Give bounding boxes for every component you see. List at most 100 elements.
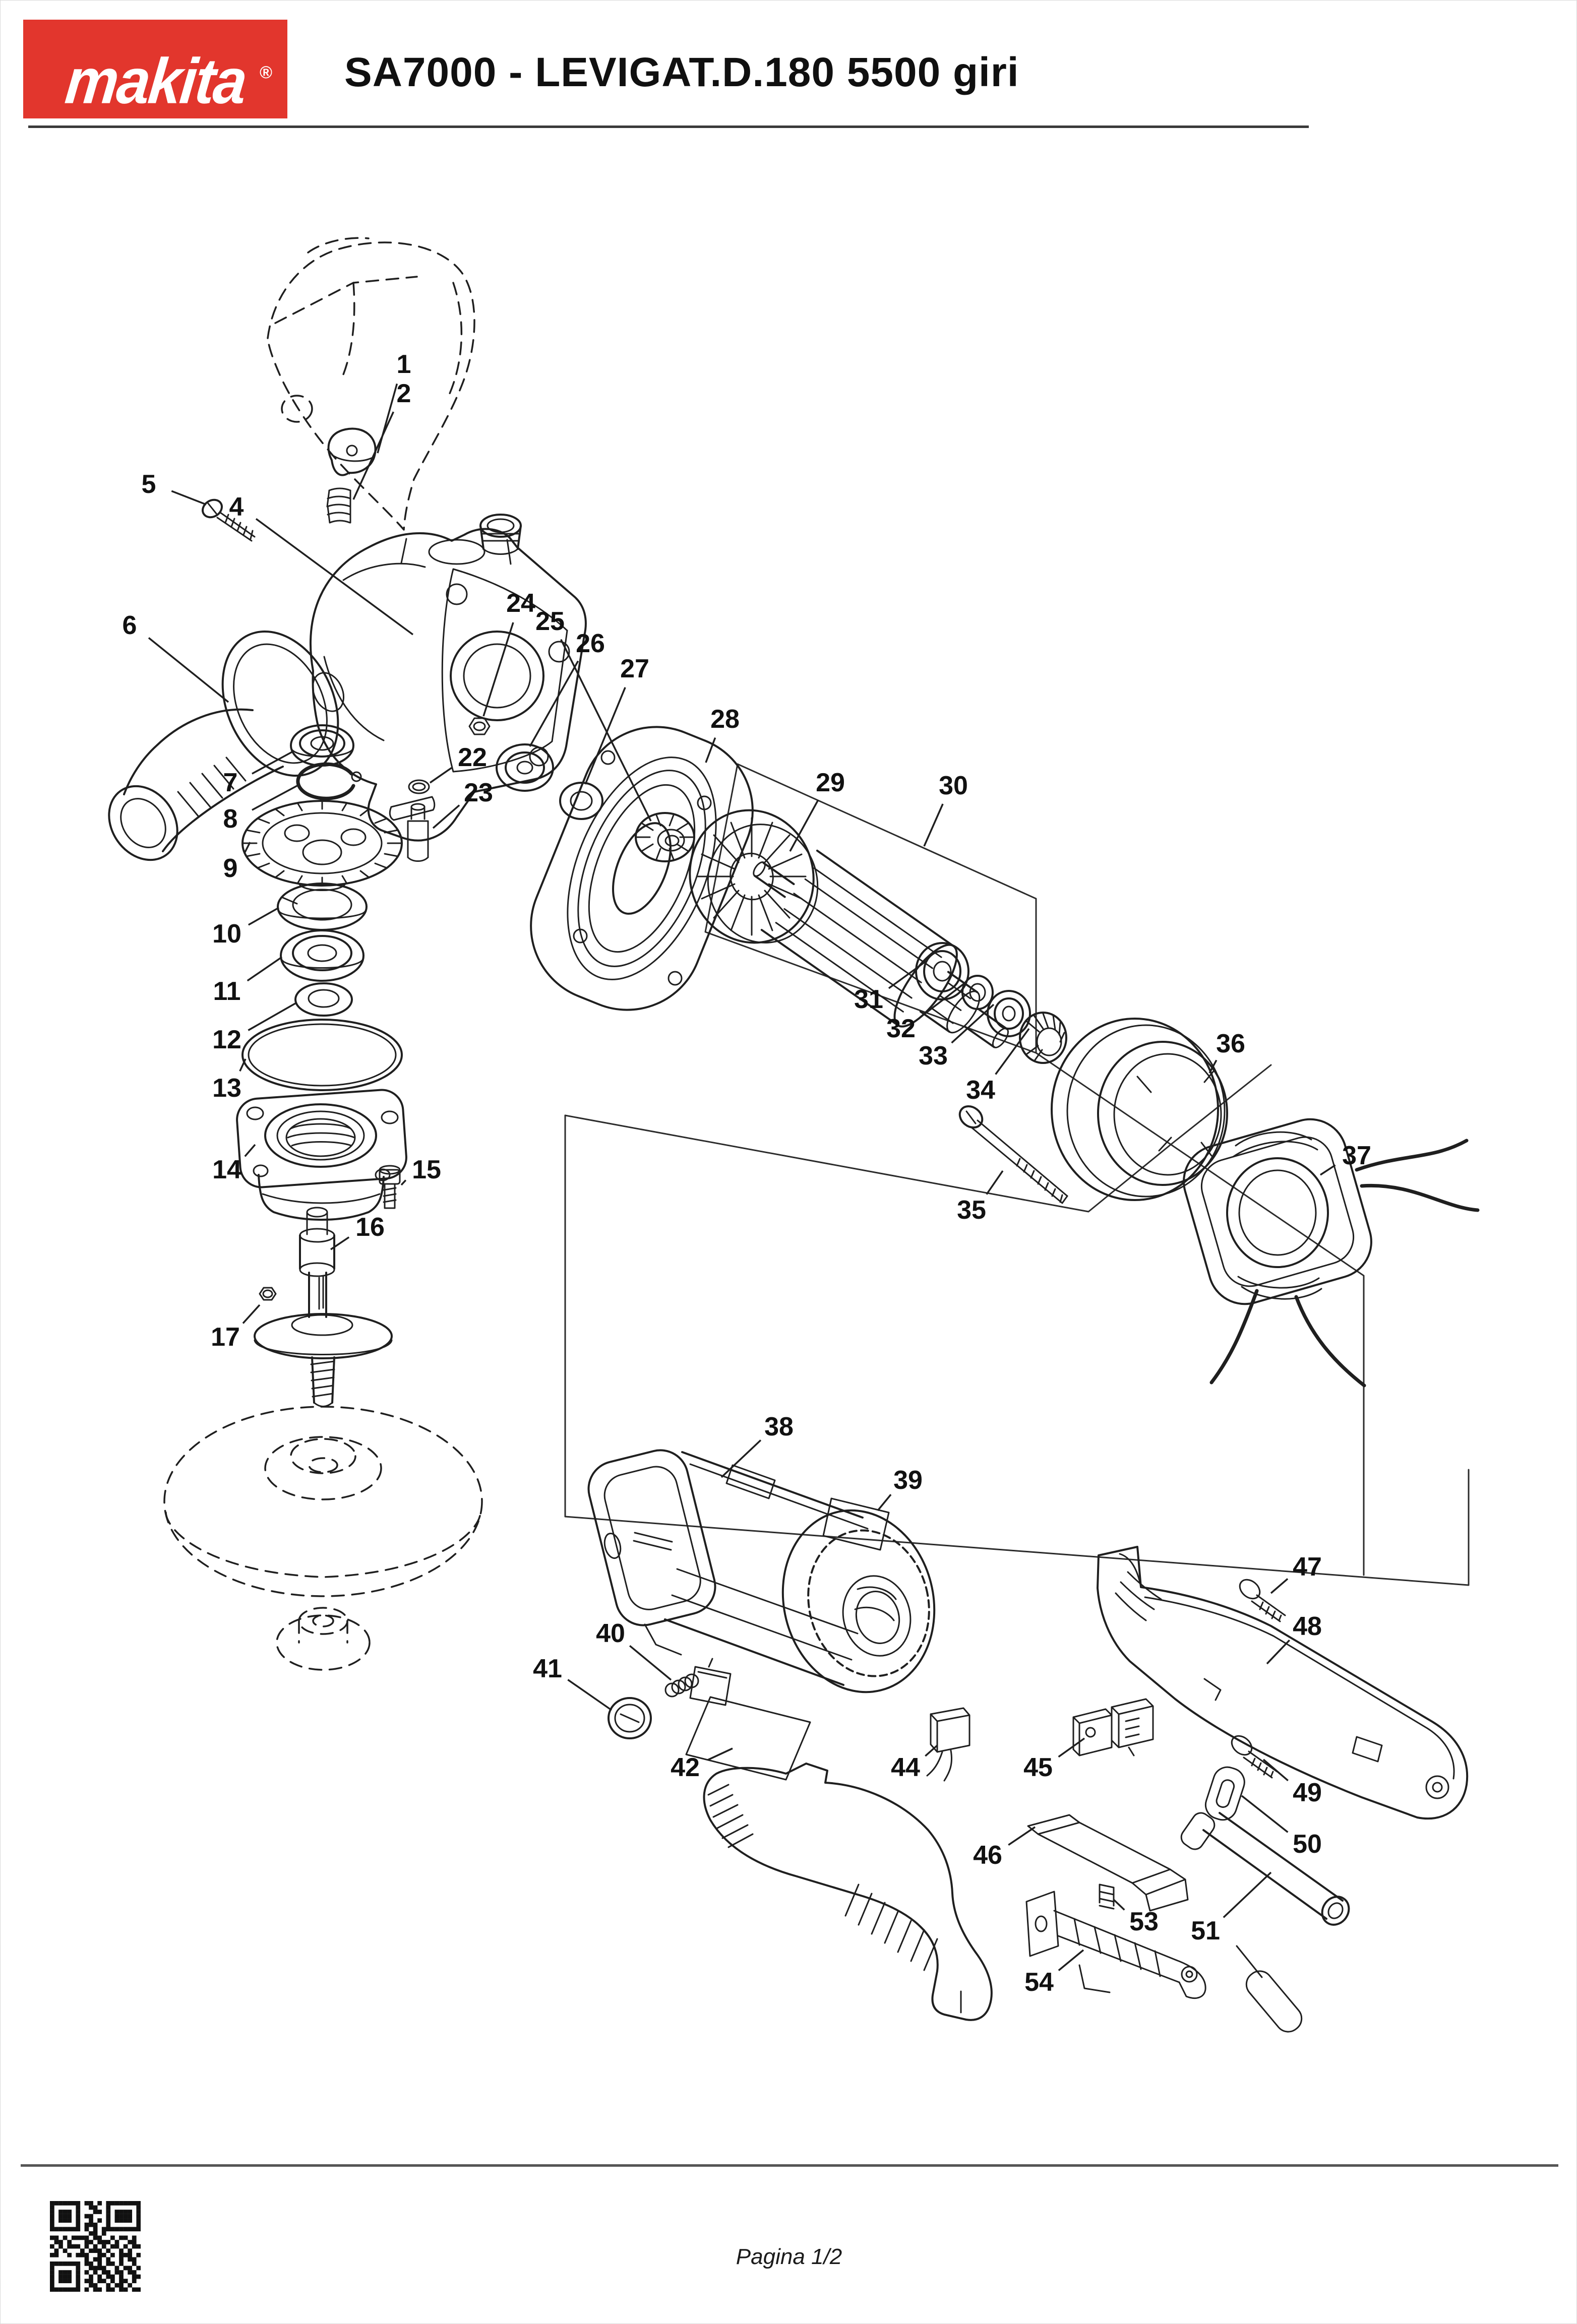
leader-line — [560, 639, 652, 822]
part-number-label: 9 — [223, 854, 238, 883]
carbon-brush-40 — [664, 1658, 732, 1706]
leader-line — [482, 622, 514, 717]
o-ring-22 — [408, 779, 430, 794]
part-number-label: 34 — [966, 1076, 995, 1105]
part-number-label: 46 — [973, 1841, 1002, 1870]
leader-line — [148, 637, 229, 703]
leader-line — [1262, 1758, 1289, 1782]
part-number-label: 44 — [891, 1753, 920, 1782]
leader-line — [567, 1679, 612, 1711]
leader-line — [1320, 1164, 1336, 1176]
part-number-label: 39 — [893, 1466, 923, 1495]
handle-grip-half — [703, 1763, 993, 2021]
pipe-51 — [1180, 1812, 1350, 1926]
leader-line — [1223, 1871, 1272, 1918]
part-number-label: 27 — [620, 654, 649, 683]
header-divider — [28, 125, 1309, 128]
part-number-label: 5 — [142, 470, 156, 499]
wheel-guard-dashed — [267, 237, 475, 531]
o-ring-13 — [241, 1019, 403, 1091]
leader-line — [244, 842, 251, 853]
page-title: SA7000 - LEVIGAT.D.180 5500 giri — [344, 49, 1019, 95]
leader-line — [352, 411, 394, 500]
bearing-26 — [496, 743, 554, 792]
leader-line — [920, 982, 965, 1018]
leader-line — [986, 1170, 1004, 1195]
part-number-label: 33 — [919, 1041, 948, 1071]
leader-line — [584, 687, 626, 785]
part-number-label: 26 — [576, 629, 605, 658]
part-number-label: 35 — [957, 1196, 986, 1225]
label-plate-42 — [685, 1696, 811, 1781]
part-number-label: 49 — [1293, 1778, 1322, 1807]
gear-housing — [309, 528, 587, 842]
part-number-label: 22 — [458, 743, 487, 772]
part-number-label: 29 — [816, 768, 845, 797]
leader-line — [171, 490, 207, 506]
bearing-33 — [987, 990, 1031, 1037]
part-number-label: 51 — [1191, 1916, 1220, 1945]
part-number-label: 1 — [397, 350, 411, 379]
motor-housing-38 — [587, 1449, 936, 1693]
part-number-label: 45 — [1023, 1753, 1053, 1782]
leader-line — [888, 960, 927, 989]
leader-line — [400, 1179, 407, 1186]
leader-line — [1266, 1639, 1291, 1665]
spring-53 — [1099, 1883, 1115, 1910]
washer-27 — [559, 782, 603, 820]
sanding-disc-dashed — [163, 1406, 483, 1597]
pinion-gear-25 — [635, 812, 695, 862]
part-number-label: 48 — [1293, 1612, 1322, 1641]
grouping-boxes — [564, 763, 1470, 1586]
leader-line — [529, 660, 579, 747]
handle-cover-48 — [1097, 1546, 1469, 1820]
hex-plug — [479, 514, 522, 555]
part-number-label: 38 — [764, 1412, 794, 1441]
spring-2 — [326, 487, 351, 524]
clamp-50 — [1204, 1766, 1245, 1821]
part-number-label: 30 — [939, 771, 968, 800]
bevel-gear-9 — [241, 800, 403, 891]
trigger-base-54 — [1025, 1891, 1206, 1999]
leader-line — [252, 784, 299, 811]
leader-line — [255, 518, 414, 636]
part-number-label: 54 — [1024, 1968, 1054, 1997]
lock-nut-dashed — [276, 1607, 371, 1671]
leader-line — [247, 956, 282, 982]
part-number-label: 2 — [397, 379, 411, 408]
part-number-label: 37 — [1342, 1141, 1371, 1170]
leader-line — [330, 1236, 350, 1250]
screw-47 — [1239, 1579, 1286, 1622]
bearing-box-14 — [236, 1089, 407, 1221]
screw-5 — [202, 498, 256, 542]
leader-line — [923, 803, 944, 847]
part-number-label: 12 — [212, 1025, 241, 1054]
leader-line — [1058, 1737, 1085, 1758]
part-number-label: 4 — [229, 492, 244, 522]
slide-bar-46 — [1027, 1814, 1189, 1912]
hex-nut-24 — [468, 717, 491, 735]
leader-line — [925, 1744, 938, 1757]
spindle-16 — [254, 1207, 393, 1407]
leader-line — [377, 383, 398, 454]
cone-bearing-34 — [1019, 1012, 1067, 1064]
washer-12 — [294, 982, 353, 1017]
screw-15 — [379, 1165, 401, 1209]
capacitor-44 — [926, 1707, 971, 1782]
screw-49 — [1231, 1735, 1278, 1779]
part-number-label: 6 — [123, 611, 137, 640]
part-number-label: 11 — [213, 977, 241, 1006]
leader-line — [707, 1747, 733, 1761]
lock-ring-8 — [296, 762, 362, 800]
page-number: Pagina 1/2 — [736, 2244, 842, 2269]
part-number-label: 36 — [1216, 1029, 1245, 1058]
leader-line — [720, 1439, 762, 1478]
part-number-label: 47 — [1293, 1552, 1322, 1582]
makita-logo: makita ® — [23, 20, 287, 118]
switch-45 — [1072, 1698, 1154, 1756]
part-number-label: 24 — [506, 589, 535, 618]
through-bolt-35 — [958, 1105, 1068, 1204]
leader-line — [242, 1304, 261, 1324]
